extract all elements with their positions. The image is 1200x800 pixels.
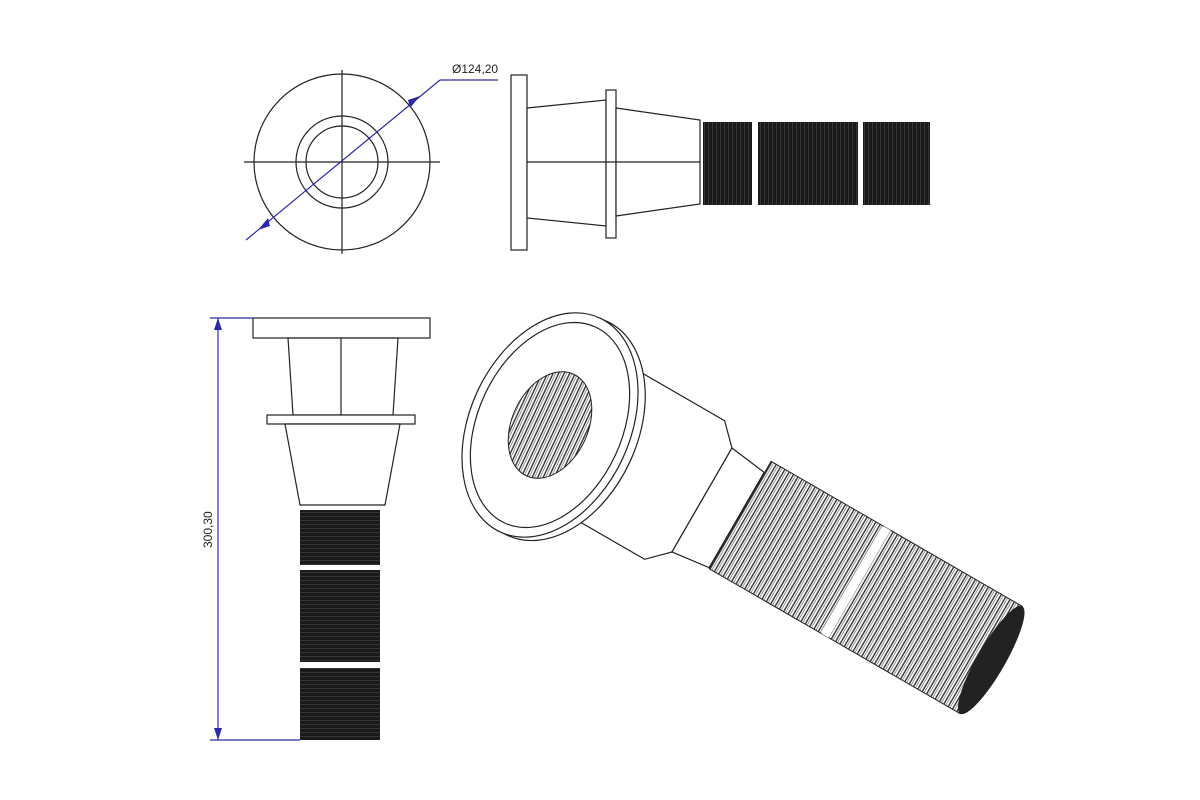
length-dimension-label: 300,30: [201, 511, 215, 548]
diameter-dimension-label: Ø124,20: [452, 62, 498, 76]
front-view: Ø124,20: [244, 62, 498, 254]
side-view: [510, 74, 930, 251]
isometric-view: [461, 312, 1025, 715]
elevation-view: 300,30: [201, 317, 431, 741]
